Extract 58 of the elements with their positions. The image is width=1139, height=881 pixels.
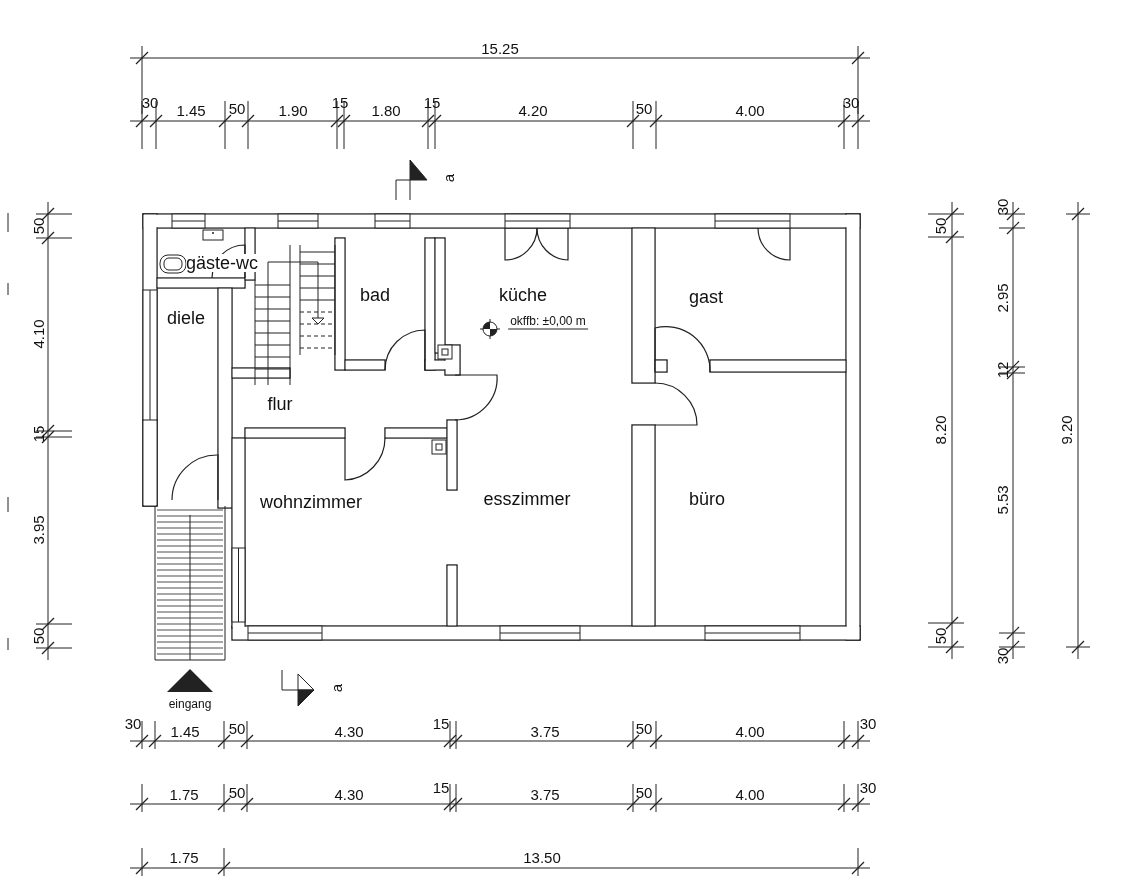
room-label: flur [267,395,293,413]
dimension-label: 4.00 [735,723,765,739]
dimension-label: 1.45 [176,102,206,118]
dimension-label: 30 [994,647,1010,665]
dimension-label: 8.20 [932,415,948,445]
dimension-label: 15 [423,94,441,110]
room-label: gäste-wc [186,254,258,272]
dimension-label: 50 [932,217,948,235]
dimension-label: 30 [141,94,159,110]
dimension-label: 3.75 [530,786,560,802]
dimension-label: 13.50 [523,849,561,865]
dimension-label: 50 [635,100,653,116]
dimension-label: 30 [859,779,877,795]
section-label: a [328,683,344,693]
dimension-label: 30 [842,94,860,110]
dimension-label: 4.30 [334,786,364,802]
level-label: okffb: ±0,00 m [508,314,588,330]
dimension-label: 50 [30,627,46,645]
dimension-label: 1.90 [278,102,308,118]
dimension-label: 3.95 [30,515,46,545]
dimension-label: 50 [228,100,246,116]
dimension-label: 5.53 [994,485,1010,515]
dimension-label: 1.45 [170,723,200,739]
dimension-label: 50 [228,784,246,800]
room-label: diele [167,309,205,327]
dimension-label: 4.00 [735,786,765,802]
room-label: gast [689,288,723,306]
dimension-label: 30 [124,715,142,731]
dimension-label: 4.00 [735,102,765,118]
room-label: wohnzimmer [260,493,362,511]
dimension-label: 1.80 [371,102,401,118]
entrance-label: eingang [168,698,212,710]
dimension-label: 15 [432,715,450,731]
dimension-label: 3.75 [530,723,560,739]
dimension-label: 50 [635,784,653,800]
dimension-label: 15.25 [481,40,519,56]
dimension-label: 15 [30,425,46,443]
dimension-label: 15 [432,779,450,795]
dimension-label: 50 [30,217,46,235]
dimension-label: 30 [859,715,877,731]
dimension-label: 9.20 [1058,415,1074,445]
dimension-label: 50 [635,720,653,736]
room-label: bad [360,286,390,304]
dimension-label: 50 [228,720,246,736]
dimension-label: 30 [994,198,1010,216]
room-label: küche [499,286,547,304]
dimension-label: 50 [932,627,948,645]
dimension-label: 4.30 [334,723,364,739]
dimension-label: 15 [331,94,349,110]
section-label: a [440,173,456,183]
room-label: esszimmer [483,490,571,508]
dimension-label: 2.95 [994,283,1010,313]
dimension-label: 1.75 [169,786,199,802]
dimension-label: 1.75 [169,849,199,865]
dimension-label: 12 [994,361,1010,379]
room-label: büro [689,490,725,508]
dimension-label: 4.20 [518,102,548,118]
dimension-label: 4.10 [30,319,46,349]
